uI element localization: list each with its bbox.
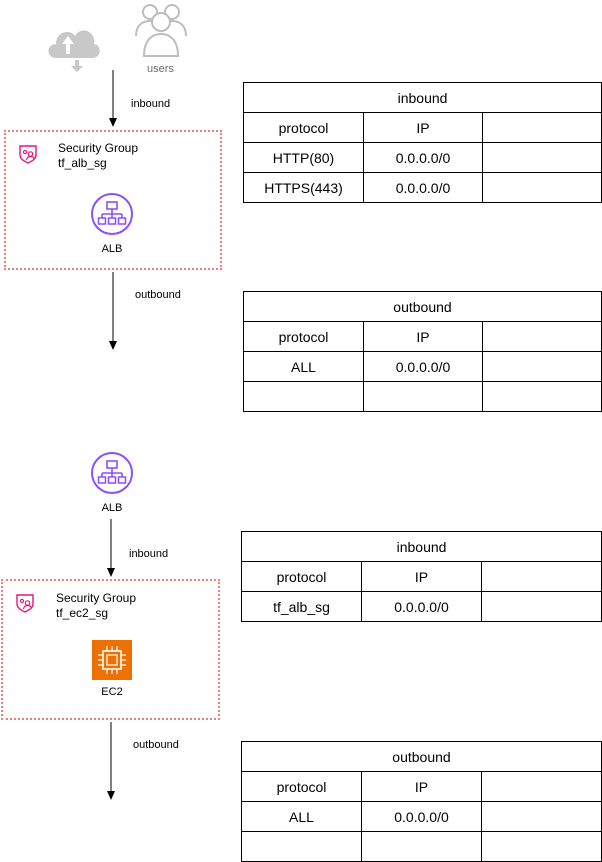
table-row: tf_alb_sg 0.0.0.0/0 — [241, 591, 602, 622]
column-header — [480, 771, 602, 802]
table-row: HTTPS(443) 0.0.0.0/0 — [243, 172, 602, 203]
table-caption: outbound — [242, 291, 602, 322]
users-icon — [130, 2, 192, 60]
security-group-ec2[interactable] — [1, 579, 220, 720]
ec2-icon[interactable] — [92, 640, 132, 680]
table-caption: inbound — [240, 531, 602, 562]
inbound-rules-table: inbound protocol IP tf_alb_sg 0.0.0.0/0 — [240, 531, 602, 622]
table-cell — [481, 142, 602, 173]
alb-source-label: ALB — [101, 502, 123, 514]
table-caption: outbound — [240, 741, 602, 772]
table-cell — [480, 591, 602, 622]
column-header: protocol — [241, 561, 362, 592]
column-header: IP — [361, 561, 482, 592]
column-header: protocol — [241, 771, 362, 802]
table-cell — [361, 831, 482, 862]
outbound-rules-table: outbound protocol IP ALL 0.0.0.0/0 — [242, 291, 602, 412]
security-group-title: Security Group — [56, 591, 137, 605]
security-group-title: Security Group — [58, 141, 139, 155]
table-caption: inbound — [242, 82, 602, 113]
alb-source-icon[interactable] — [90, 451, 134, 495]
outbound-rules-table: outbound protocol IP ALL 0.0.0.0/0 — [240, 741, 602, 862]
internet-cloud-icon — [44, 20, 102, 72]
table-cell: 0.0.0.0/0 — [363, 142, 483, 173]
table-cell: ALL — [243, 351, 364, 382]
column-header — [481, 112, 602, 143]
inbound-arrow — [107, 70, 119, 128]
table-cell — [480, 801, 602, 832]
column-header: protocol — [243, 112, 364, 143]
security-group-name: tf_ec2_sg — [56, 606, 109, 620]
table-row: HTTP(80) 0.0.0.0/0 — [243, 142, 602, 173]
alb-label: ALB — [101, 243, 123, 255]
table-row: ALL 0.0.0.0/0 — [241, 801, 602, 832]
ec2-label: EC2 — [101, 686, 123, 698]
table-cell — [241, 831, 362, 862]
security-group-name: tf_alb_sg — [58, 156, 107, 170]
inbound-edge-label: inbound — [129, 548, 169, 560]
inbound-rules-table: inbound protocol IP HTTP(80) 0.0.0.0/0 H… — [242, 82, 602, 203]
table-cell: 0.0.0.0/0 — [363, 172, 483, 203]
security-group-icon — [15, 593, 35, 613]
table-cell: 0.0.0.0/0 — [361, 801, 482, 832]
table-cell: HTTP(80) — [243, 142, 364, 173]
table-cell — [481, 351, 602, 382]
security-group-alb[interactable] — [4, 130, 222, 270]
column-header — [480, 561, 602, 592]
table-cell: ALL — [241, 801, 362, 832]
users-label: users — [147, 63, 174, 75]
outbound-arrow — [105, 722, 117, 802]
table-row — [241, 831, 602, 862]
outbound-edge-label: outbound — [133, 739, 179, 751]
table-cell: 0.0.0.0/0 — [363, 351, 483, 382]
table-row — [243, 381, 602, 412]
inbound-arrow — [105, 519, 117, 579]
column-header: IP — [363, 112, 483, 143]
security-group-icon — [18, 144, 38, 164]
table-cell — [243, 381, 364, 412]
outbound-edge-label: outbound — [135, 289, 181, 301]
column-header: IP — [361, 771, 482, 802]
column-header — [481, 321, 602, 352]
outbound-arrow — [107, 272, 119, 352]
table-cell — [481, 172, 602, 203]
table-cell: tf_alb_sg — [241, 591, 362, 622]
table-cell: 0.0.0.0/0 — [361, 591, 482, 622]
table-cell: HTTPS(443) — [243, 172, 364, 203]
column-header: protocol — [243, 321, 364, 352]
table-cell — [481, 381, 602, 412]
table-cell — [363, 381, 483, 412]
inbound-edge-label: inbound — [131, 98, 171, 110]
table-cell — [480, 831, 602, 862]
alb-icon[interactable] — [90, 192, 134, 236]
column-header: IP — [363, 321, 483, 352]
table-row: ALL 0.0.0.0/0 — [243, 351, 602, 382]
